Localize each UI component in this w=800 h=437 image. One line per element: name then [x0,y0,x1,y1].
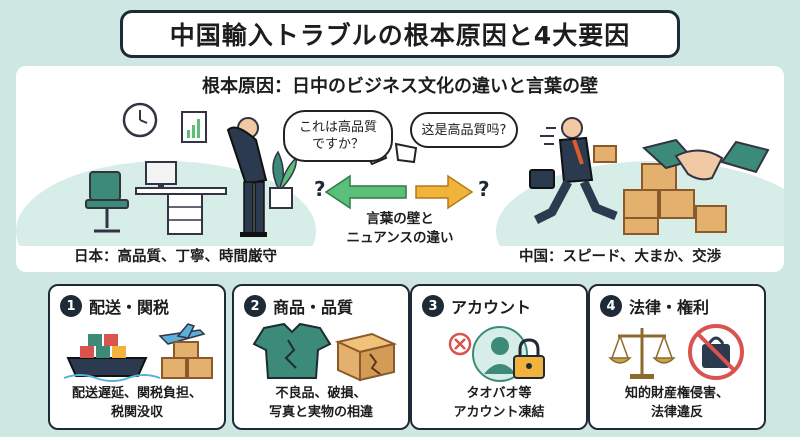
factor-number: 2 [244,295,266,317]
office-desk-icon [135,161,227,235]
japan-speech-bubble: これは高品質 ですか？ [283,110,393,162]
japan-caption: 日本：高品質、丁寧、時間厳守 [74,249,277,265]
factor-title: 商品・品質 [273,298,354,317]
torn-shirt-icon [252,322,332,379]
factor-description: 配送遅延、関税負担、 税関没収 [71,386,202,420]
left-arrow-icon [324,174,407,210]
factor-number: 4 [600,295,622,317]
factor-number: 1 [60,295,82,317]
clock-icon [122,102,158,138]
factor-card-account: 3 アカウント タオバオ等 アカウント凍結 [410,284,588,430]
root-cause-subtitle: 根本原因：日中のビジネス文化の違いと言葉の壁 [202,76,598,97]
page-title: 中国輸入トラブルの根本原因と4大要因 [120,10,680,58]
boxes-icon [161,341,213,379]
cargo-ship-icon [63,334,161,382]
factor-card-legal: 4 法律・権利 知的財産権侵害、 法律違反 [588,284,766,430]
prohibited-bag-icon [688,324,744,380]
china-caption: 中国：スピード、大まか、交渉 [519,249,722,265]
factor-title: アカウント [451,298,532,317]
stacked-boxes-icon [623,163,727,235]
language-wall-label: 言葉の壁と ニュアンスの違い [346,211,454,246]
factor-card-shipping: 1 配送・関税 配送遅延、関税負担、 税関没収 [48,284,226,430]
damaged-box-icon [334,332,398,382]
factor-description: タオバオ等 アカウント凍結 [453,386,545,420]
scales-icon [608,328,676,379]
airplane-icon [158,323,206,345]
handshake-icon [641,138,770,181]
factor-description: 知的財産権侵害、 法律違反 [624,386,729,420]
question-mark-right: ? [478,177,490,201]
japan-bubble-text: これは高品質 ですか？ [298,120,377,152]
lock-icon [513,338,545,379]
china-speech-bubble: 这是高品質吗? [410,112,518,148]
right-arrow-icon [415,174,474,210]
office-chair-icon [85,171,129,233]
factor-card-quality: 2 商品・品質 不良品、破損、 写真と実物の相違 [232,284,410,430]
factor-number: 3 [422,295,444,317]
running-businessman-icon [529,117,618,225]
china-bubble-text: 这是高品質吗? [421,122,507,138]
factor-title: 配送・関税 [89,298,170,317]
culture-scene: ? ? [16,102,784,246]
bowing-businessman-icon [226,117,268,237]
chart-frame-icon [181,111,207,143]
question-mark-left: ? [314,177,326,201]
factor-title: 法律・権利 [629,298,710,317]
page-title-text: 中国輸入トラブルの根本原因と4大要因 [169,21,631,50]
potted-plant-icon [269,150,297,209]
factor-description: 不良品、破損、 写真と実物の相違 [268,386,373,420]
